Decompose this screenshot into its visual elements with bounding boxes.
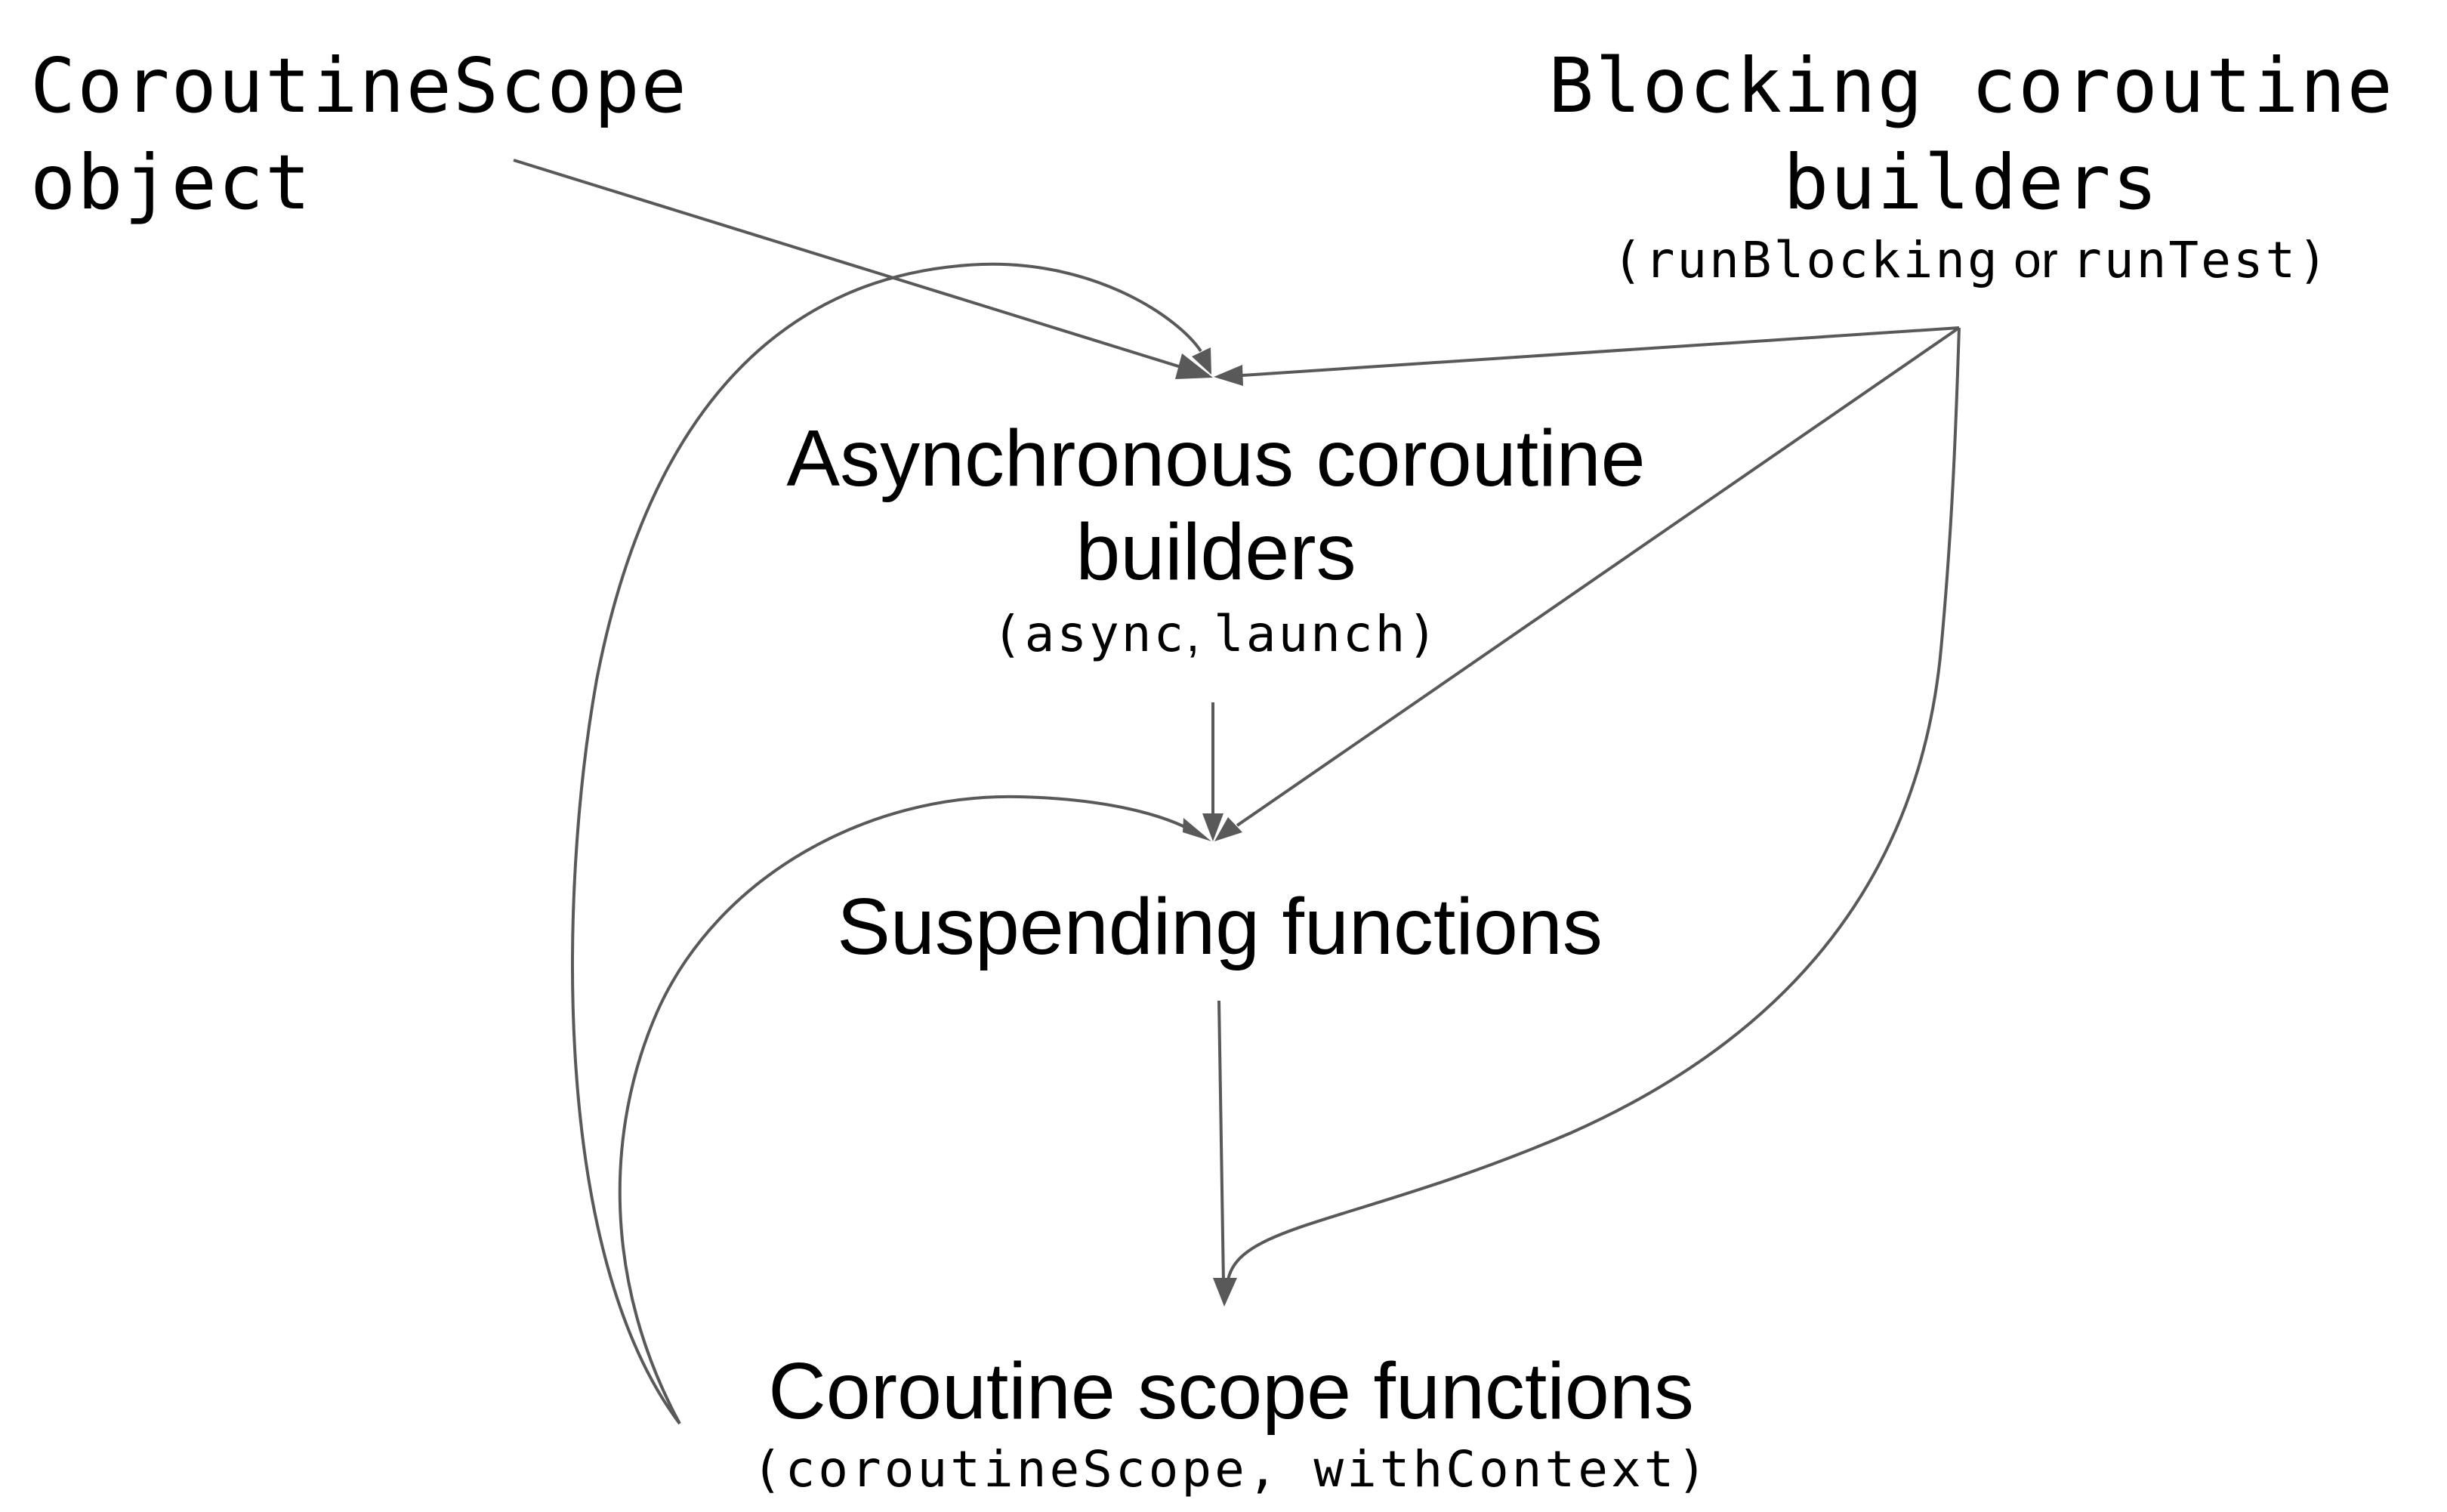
edge-scope-object-to-async [513,159,1186,370]
paren-close: ) [2297,231,2331,289]
paren-open: ( [1612,231,1645,289]
builder-run-blocking: runBlocking [1644,231,2000,289]
arrowhead-icon [1192,347,1211,375]
builder-async: async [1024,605,1186,663]
edge-blocking-to-suspending [1236,326,1961,827]
arrowhead-icon [1183,818,1211,841]
paren-close: ) [1407,605,1440,663]
node-subtitle: (coroutineScope, withContext) [751,1440,1711,1498]
node-subtitle: (async, launch) [740,602,1692,666]
node-blocking-coroutine-builders: Blocking coroutine builders (runBlocking… [1503,38,2439,292]
node-title: Suspending functions [837,882,1603,971]
node-title-line1: Asynchronous coroutine [786,414,1646,503]
node-asynchronous-coroutine-builders: Asynchronous coroutine builders (async, … [740,412,1692,666]
node-title-line2: builders [1783,138,2159,227]
edge-blocking-to-scope-functions [1227,327,1961,1281]
edge-suspending-to-scope-functions [1217,1000,1225,1285]
or-text: or [1999,232,2072,288]
node-suspending-functions: Suspending functions [755,880,1684,974]
arrowhead-icon [1214,365,1243,386]
node-title: CoroutineScope object [30,42,688,227]
arrowhead-icon [1214,817,1242,841]
node-title: Coroutine scope functions [768,1347,1694,1436]
paren-open: ( [992,605,1025,663]
builder-launch: launch [1213,605,1408,663]
edge-scope-functions-to-suspending [618,795,1190,1424]
node-subtitle: (runBlocking or runTest) [1503,228,2439,292]
node-title-line2: builders [1075,508,1356,597]
edge-blocking-to-async [1242,326,1960,377]
builder-run-test: runTest [2072,231,2298,289]
separator: , [1186,606,1214,662]
node-coroutine-scope-functions: Coroutine scope functions (coroutineScop… [702,1344,1760,1501]
node-title-line1: Blocking coroutine [1548,42,2394,130]
arrowhead-icon [1213,1278,1237,1307]
node-coroutine-scope-object: CoroutineScope object [30,38,1004,231]
edge-scope-functions-to-async [571,262,1202,1425]
arrowhead-icon [1175,353,1213,379]
arrowhead-icon [1202,813,1224,841]
